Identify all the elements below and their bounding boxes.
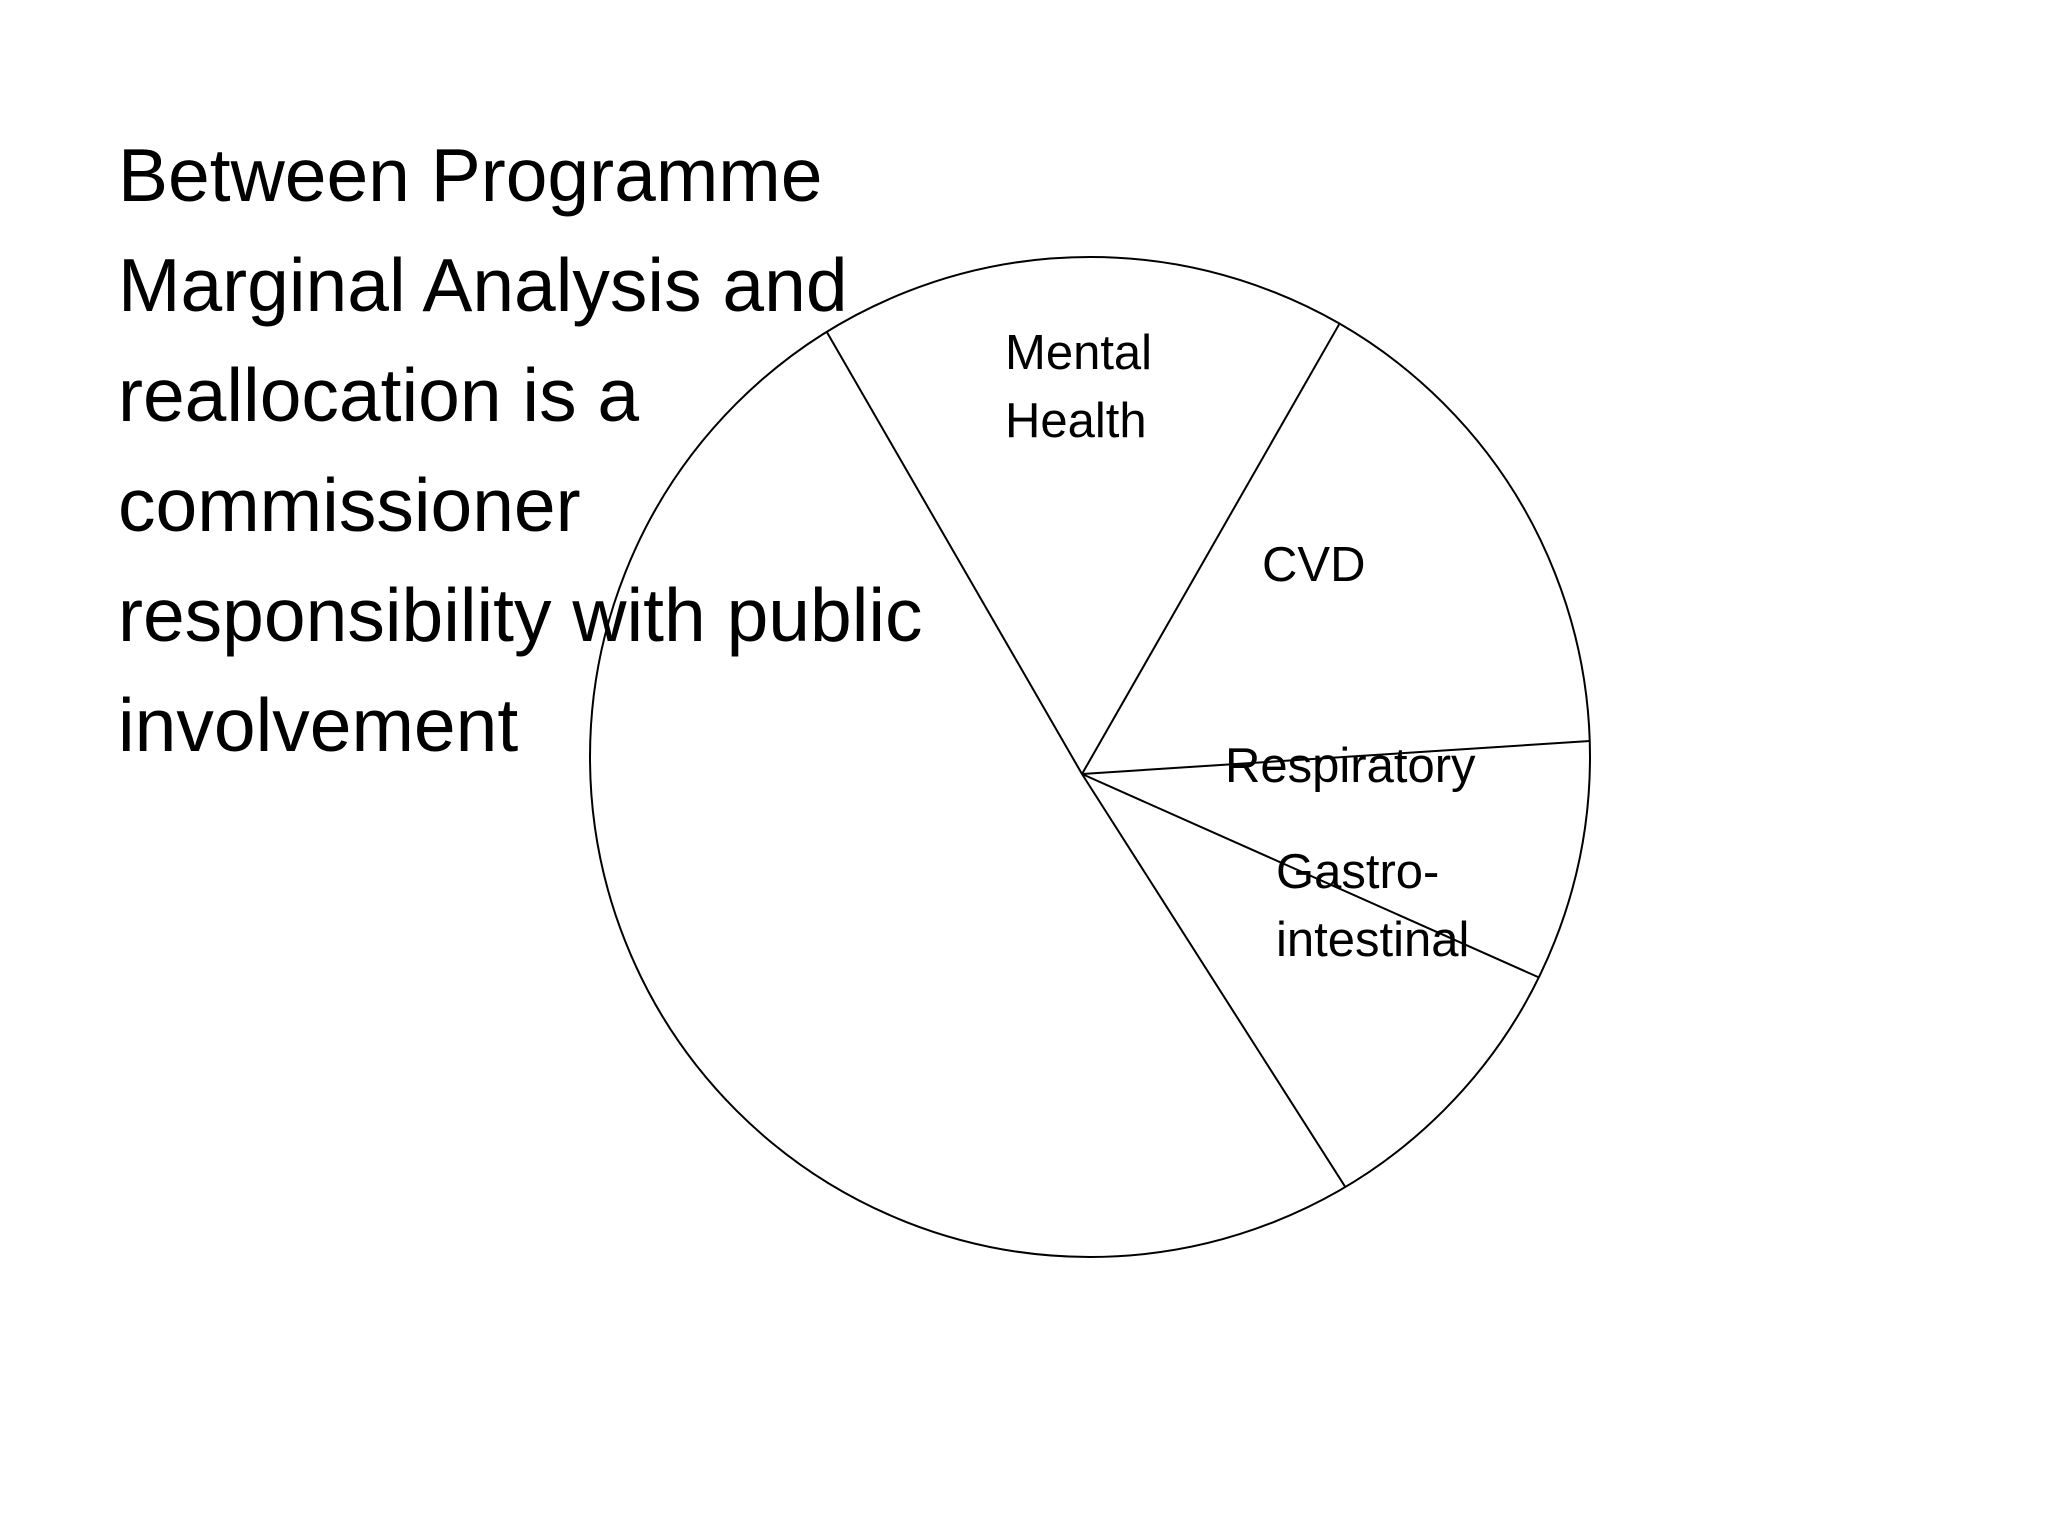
- slice-label-respiratory: Respiratory: [1225, 732, 1476, 800]
- slice-label-line: Mental: [1005, 326, 1153, 380]
- slice-label-mental-health: Mental Health: [1005, 319, 1152, 455]
- title-line: reallocation is a: [118, 353, 640, 437]
- slice-divider-1: [1081, 323, 1341, 775]
- slice-dividers: [825, 323, 1590, 1188]
- title-line: commissioner: [118, 463, 581, 547]
- slice-divider-4: [1081, 773, 1347, 1188]
- slice-divider-2: [1081, 739, 1590, 775]
- slice-label-line: Health: [1005, 394, 1147, 448]
- slice-divider-3: [1081, 773, 1540, 979]
- title-line: Marginal Analysis and: [118, 243, 848, 327]
- slice-label-cvd: CVD: [1262, 531, 1365, 599]
- slide-title: Between Programme Marginal Analysis and …: [118, 120, 1118, 780]
- title-line: responsibility with public: [118, 573, 923, 657]
- slice-label-line: CVD: [1262, 538, 1366, 592]
- slice-label-line: intestinal: [1276, 913, 1470, 967]
- title-line: involvement: [118, 683, 519, 767]
- title-line: Between Programme: [118, 133, 823, 217]
- slice-divider-0: [825, 331, 1083, 775]
- slice-label-line: Gastro-: [1276, 845, 1440, 899]
- slice-label-gastrointestinal: Gastro- intestinal: [1276, 838, 1469, 974]
- pie-outline: [589, 256, 1591, 1258]
- slice-label-line: Respiratory: [1225, 739, 1476, 793]
